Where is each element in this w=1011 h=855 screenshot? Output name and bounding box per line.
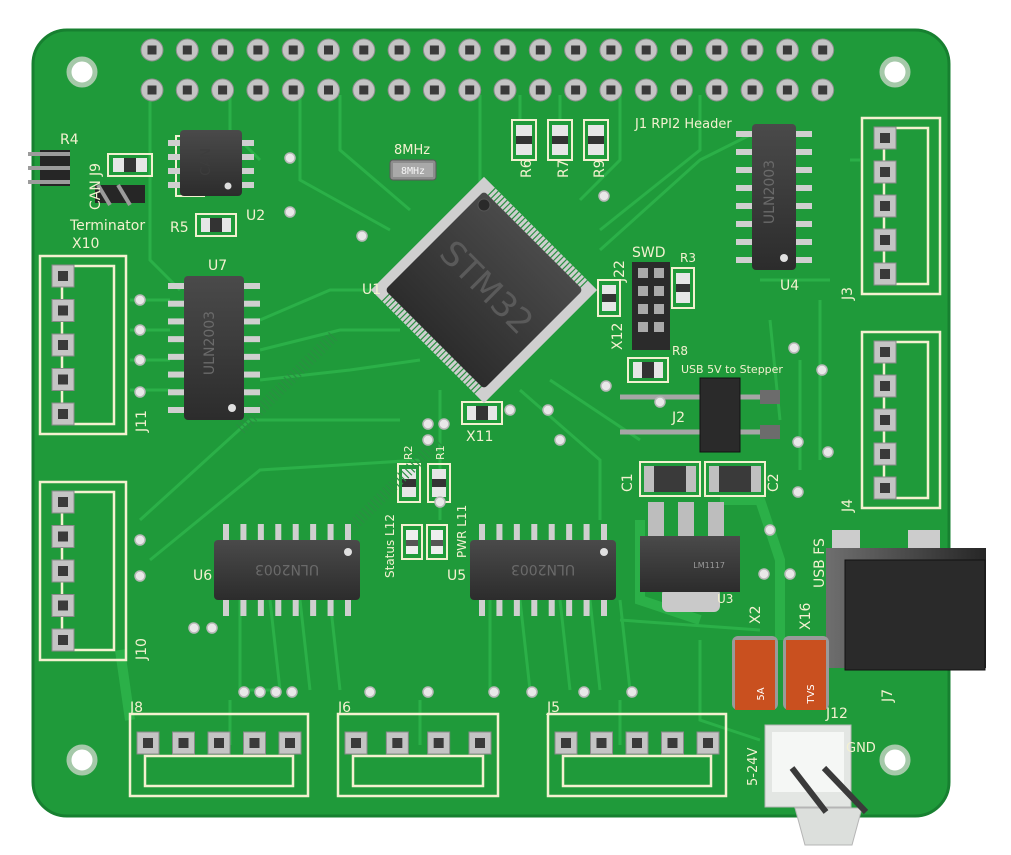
designator-r4: R4 xyxy=(60,132,79,148)
designator-r6: R6 xyxy=(519,159,535,178)
designator-u2: U2 xyxy=(246,208,265,224)
designator-j7: J7 xyxy=(880,689,896,703)
driver-chip-text: ULN2003 xyxy=(511,561,575,577)
designator-c2: C2 xyxy=(766,473,782,492)
designator-x11: X11 xyxy=(466,429,493,445)
designator-r2: R2 xyxy=(402,445,415,460)
mounting-holes xyxy=(66,56,911,776)
designator-r1: R1 xyxy=(434,445,447,460)
designator-j2: J2 xyxy=(671,410,685,426)
uln2003-u7: ULN2003 xyxy=(168,276,260,420)
fuse-text: 5A xyxy=(756,687,767,700)
designator-r5: R5 xyxy=(170,220,189,236)
designator-r8: R8 xyxy=(672,344,688,358)
uln2003-u4: ULN2003 xyxy=(736,124,812,270)
usb-connector xyxy=(826,530,986,671)
power-input-connector xyxy=(764,724,869,846)
crystal-label: 8MHz xyxy=(394,143,430,158)
regulator-text: LM1117 xyxy=(693,561,725,570)
designator-r9: R9 xyxy=(592,159,608,178)
uln2003-u5: ULN2003 xyxy=(470,524,616,616)
crystal-body-text: 8MHz xyxy=(401,166,425,177)
designator-u3: U3 xyxy=(717,592,733,606)
designator-c1: C1 xyxy=(620,473,636,492)
designator-j6: J6 xyxy=(337,700,351,716)
usb-stepper-jumper xyxy=(620,377,780,453)
uln2003-u6: ULN2003 xyxy=(214,524,360,616)
stm32-microcontroller: STM32 xyxy=(235,176,598,539)
designator-j10: J10 xyxy=(134,638,150,661)
pwr-label: PWR L11 xyxy=(455,505,469,558)
fuse-and-tvs: 5A TVS xyxy=(732,636,829,710)
designator-j11: J11 xyxy=(134,410,150,433)
tvs-text: TVS xyxy=(806,684,817,704)
designator-j9: J9 xyxy=(88,163,104,177)
driver-chip-text: ULN2003 xyxy=(202,311,218,375)
driver-chip-text: ULN2003 xyxy=(255,561,319,577)
designator-r3: R3 xyxy=(680,251,696,265)
capacitors xyxy=(639,461,766,497)
designator-x16: X16 xyxy=(798,603,814,630)
designator-u6: U6 xyxy=(193,568,212,584)
designator-x12: X12 xyxy=(610,323,626,350)
designator-j5: J5 xyxy=(546,700,560,716)
swd-label: SWD xyxy=(632,245,666,261)
can-chip-text: CAN xyxy=(199,148,214,176)
swd-header xyxy=(632,262,670,350)
designator-r7: R7 xyxy=(556,159,572,178)
rpi-header-pins xyxy=(140,38,835,102)
designator-u4: U4 xyxy=(780,278,799,294)
designator-j8: J8 xyxy=(129,700,143,716)
status-label: Status L12 xyxy=(383,514,397,578)
usb-stepper-label: USB 5V to Stepper xyxy=(681,363,783,376)
designator-u5: U5 xyxy=(447,568,466,584)
voltage-regulator: LM1117 xyxy=(640,502,740,612)
gnd-label: GND xyxy=(846,741,876,756)
header-label: J1 RPI2 Header xyxy=(634,117,732,132)
crystal-8mhz: 8MHz xyxy=(389,159,437,181)
silkscreen-labels: R4 J9 CAN Terminator X10 R5 U2 U1 U7 R6 … xyxy=(60,132,896,786)
designator-u1: U1 xyxy=(362,282,381,298)
designator-u7: U7 xyxy=(208,258,227,274)
designator-j22: J22 xyxy=(612,260,628,283)
designator-x2: X2 xyxy=(748,606,764,625)
usb-label: USB FS xyxy=(812,538,828,588)
can-transceiver-ic: CAN xyxy=(168,130,254,197)
designator-x10: X10 xyxy=(72,236,99,252)
vias xyxy=(134,152,834,698)
can-label: CAN xyxy=(88,180,104,210)
voltage-label: 5-24V xyxy=(746,747,761,786)
driver-chip-text: ULN2003 xyxy=(762,160,778,224)
terminator-label: Terminator xyxy=(69,218,145,234)
designator-j3: J3 xyxy=(840,287,856,301)
status-leds xyxy=(401,524,448,560)
designator-j4: J4 xyxy=(840,499,856,513)
designator-j12: J12 xyxy=(825,706,848,722)
terminator-pin-header xyxy=(28,150,145,207)
smd-passives xyxy=(107,119,695,503)
screw-terminals xyxy=(38,116,942,798)
